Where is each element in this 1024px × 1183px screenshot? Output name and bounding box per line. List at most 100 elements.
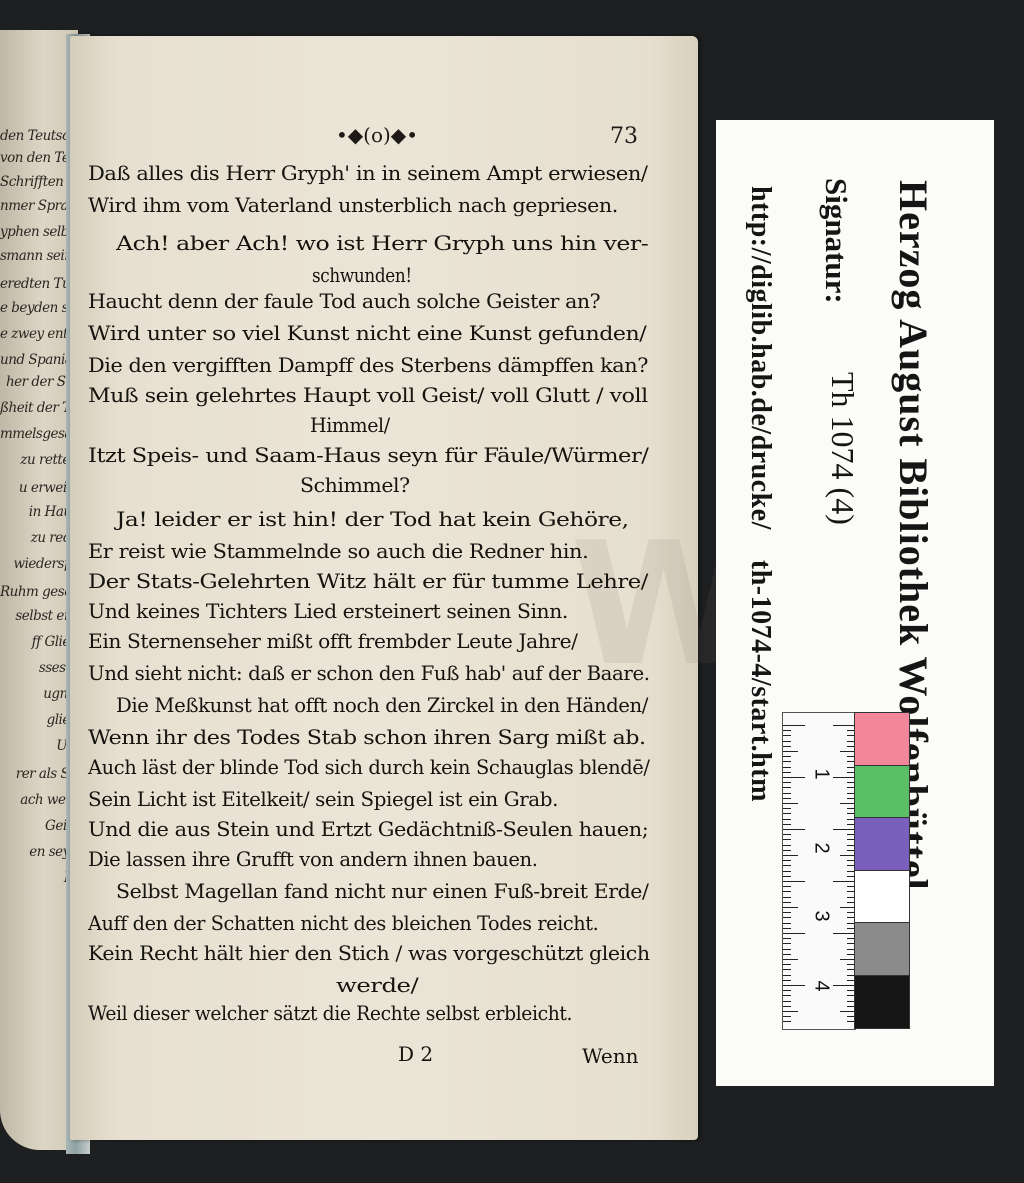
ruler-tick	[783, 803, 798, 804]
ruler-tick	[847, 797, 855, 799]
ruler-tick	[840, 751, 855, 752]
left-page-fragment: her der Sta	[5, 374, 78, 390]
ruler-tick	[847, 896, 855, 898]
ruler-tick	[783, 818, 791, 820]
ruler-tick	[783, 927, 791, 929]
text-line: Auch läst der blinde Tod sich durch kein…	[88, 756, 650, 779]
ruler-tick	[783, 792, 791, 794]
text-line: Selbst Magellan fand nicht nur einen Fuß…	[116, 880, 649, 903]
ruler-tick	[783, 985, 805, 986]
ruler-tick	[783, 730, 791, 732]
ruler-tick	[847, 953, 855, 955]
ruler-tick	[847, 865, 855, 867]
ruler-tick	[833, 725, 855, 726]
ruler-tick	[783, 829, 805, 830]
ruler-tick	[847, 901, 855, 903]
color-swatch	[854, 712, 910, 766]
ruler-tick	[847, 922, 855, 924]
url-part-1: http://diglib.hab.de/drucke/	[745, 186, 776, 530]
url-part-2: th-1074-4/start.htm	[745, 559, 776, 802]
ruler-number: 2	[810, 842, 833, 854]
left-page-fragment: selbst erh	[15, 608, 78, 624]
ruler-tick	[847, 761, 855, 763]
text-line: Daß alles dis Herr Gryph' in in seinem A…	[88, 162, 648, 185]
ruler-tick	[847, 1016, 855, 1018]
ruler-tick	[783, 896, 791, 898]
ruler-tick	[847, 766, 855, 768]
text-line: Der Stats-Gelehrten Witz hält er für tum…	[88, 570, 648, 593]
page-number: 73	[610, 124, 638, 149]
ruler-tick	[847, 870, 855, 872]
ruler-tick	[847, 808, 855, 810]
text-line: Itzt Speis- und Saam-Haus seyn für Fäule…	[88, 444, 649, 467]
text-line: Er reist wie Stammelnde so auch die Redn…	[88, 540, 589, 563]
ruler-tick	[847, 948, 855, 950]
ruler-tick	[833, 777, 855, 778]
ruler-tick	[783, 886, 791, 888]
ruler-tick	[783, 901, 791, 903]
ruler-tick	[847, 1005, 855, 1007]
ruler-tick	[847, 756, 855, 758]
ruler-tick	[783, 813, 791, 815]
ruler-tick	[840, 1011, 855, 1012]
ruler-tick	[847, 745, 855, 747]
text-line: Ja! leider er ist hin! der Tod hat kein …	[116, 508, 629, 531]
ruler-tick	[783, 735, 791, 737]
ruler-tick	[783, 849, 791, 851]
text-line: Und sieht nicht: daß er schon den Fuß ha…	[88, 662, 650, 685]
ruler-tick	[783, 938, 791, 940]
ruler-tick	[833, 829, 855, 830]
ruler-tick	[783, 917, 791, 919]
ruler-tick	[783, 834, 791, 836]
ruler-tick	[783, 839, 791, 841]
left-page-fragment: ach weltl	[20, 792, 78, 808]
ruler-tick	[840, 959, 855, 960]
ruler-tick	[783, 865, 791, 867]
ruler-tick	[783, 766, 791, 768]
ruler-tick	[783, 969, 791, 971]
ruler-tick	[833, 985, 855, 986]
ruler-tick	[847, 979, 855, 981]
ruler-tick	[847, 787, 855, 789]
left-page-fragment: u erweist	[18, 480, 78, 496]
text-line: Muß sein gelehrtes Haupt voll Geist/ vol…	[88, 384, 648, 407]
ruler-tick	[783, 823, 791, 825]
ruler-tick	[847, 938, 855, 940]
ruler-tick	[840, 855, 855, 856]
ruler-tick	[783, 751, 798, 752]
left-page-fragment: von den Teutsch	[0, 150, 78, 166]
text-line: Kein Recht hält hier den Stich / was vor…	[88, 942, 650, 965]
ruler-tick	[847, 1021, 855, 1023]
ruler-tick	[783, 844, 791, 846]
color-swatch	[854, 817, 910, 871]
text-line: Schimmel?	[300, 474, 410, 497]
ruler-tick	[783, 979, 791, 981]
text-line: Weil dieser welcher sätzt die Rechte sel…	[88, 1002, 573, 1025]
ruler-tick	[783, 912, 791, 914]
ruler-tick	[783, 740, 791, 742]
ruler-tick	[847, 917, 855, 919]
text-line: Die lassen ihre Grufft von andern ihnen …	[88, 848, 538, 871]
left-page-fragment: in Haus	[28, 504, 78, 520]
ruler-tick	[783, 771, 791, 773]
digital-library-url: http://diglib.hab.de/drucke/th-1074-4/st…	[744, 186, 776, 802]
header-ornament: •◆(o)◆•	[335, 123, 418, 147]
ruler-tick	[783, 881, 805, 882]
ruler-tick	[783, 745, 791, 747]
ruler-tick	[783, 875, 791, 877]
ruler-tick	[783, 870, 791, 872]
left-page-fragment: den Teutschē sch	[0, 128, 78, 144]
text-line: Und keines Tichters Lied ersteinert sein…	[88, 600, 568, 623]
ruler-tick	[847, 886, 855, 888]
ruler-number: 4	[810, 980, 833, 992]
ruler-tick	[783, 1021, 791, 1023]
color-swatch	[854, 975, 910, 1029]
previous-page-edge: den Teutschē sch von den TeutschSchriffte…	[0, 30, 78, 1150]
ruler-tick	[847, 771, 855, 773]
ruler-number: 3	[810, 910, 833, 922]
left-page-fragment: Schrifften treibl	[0, 174, 78, 190]
ruler-tick	[847, 990, 855, 992]
left-page-fragment: mmelsgesang	[0, 426, 78, 442]
ruler-tick	[847, 860, 855, 862]
